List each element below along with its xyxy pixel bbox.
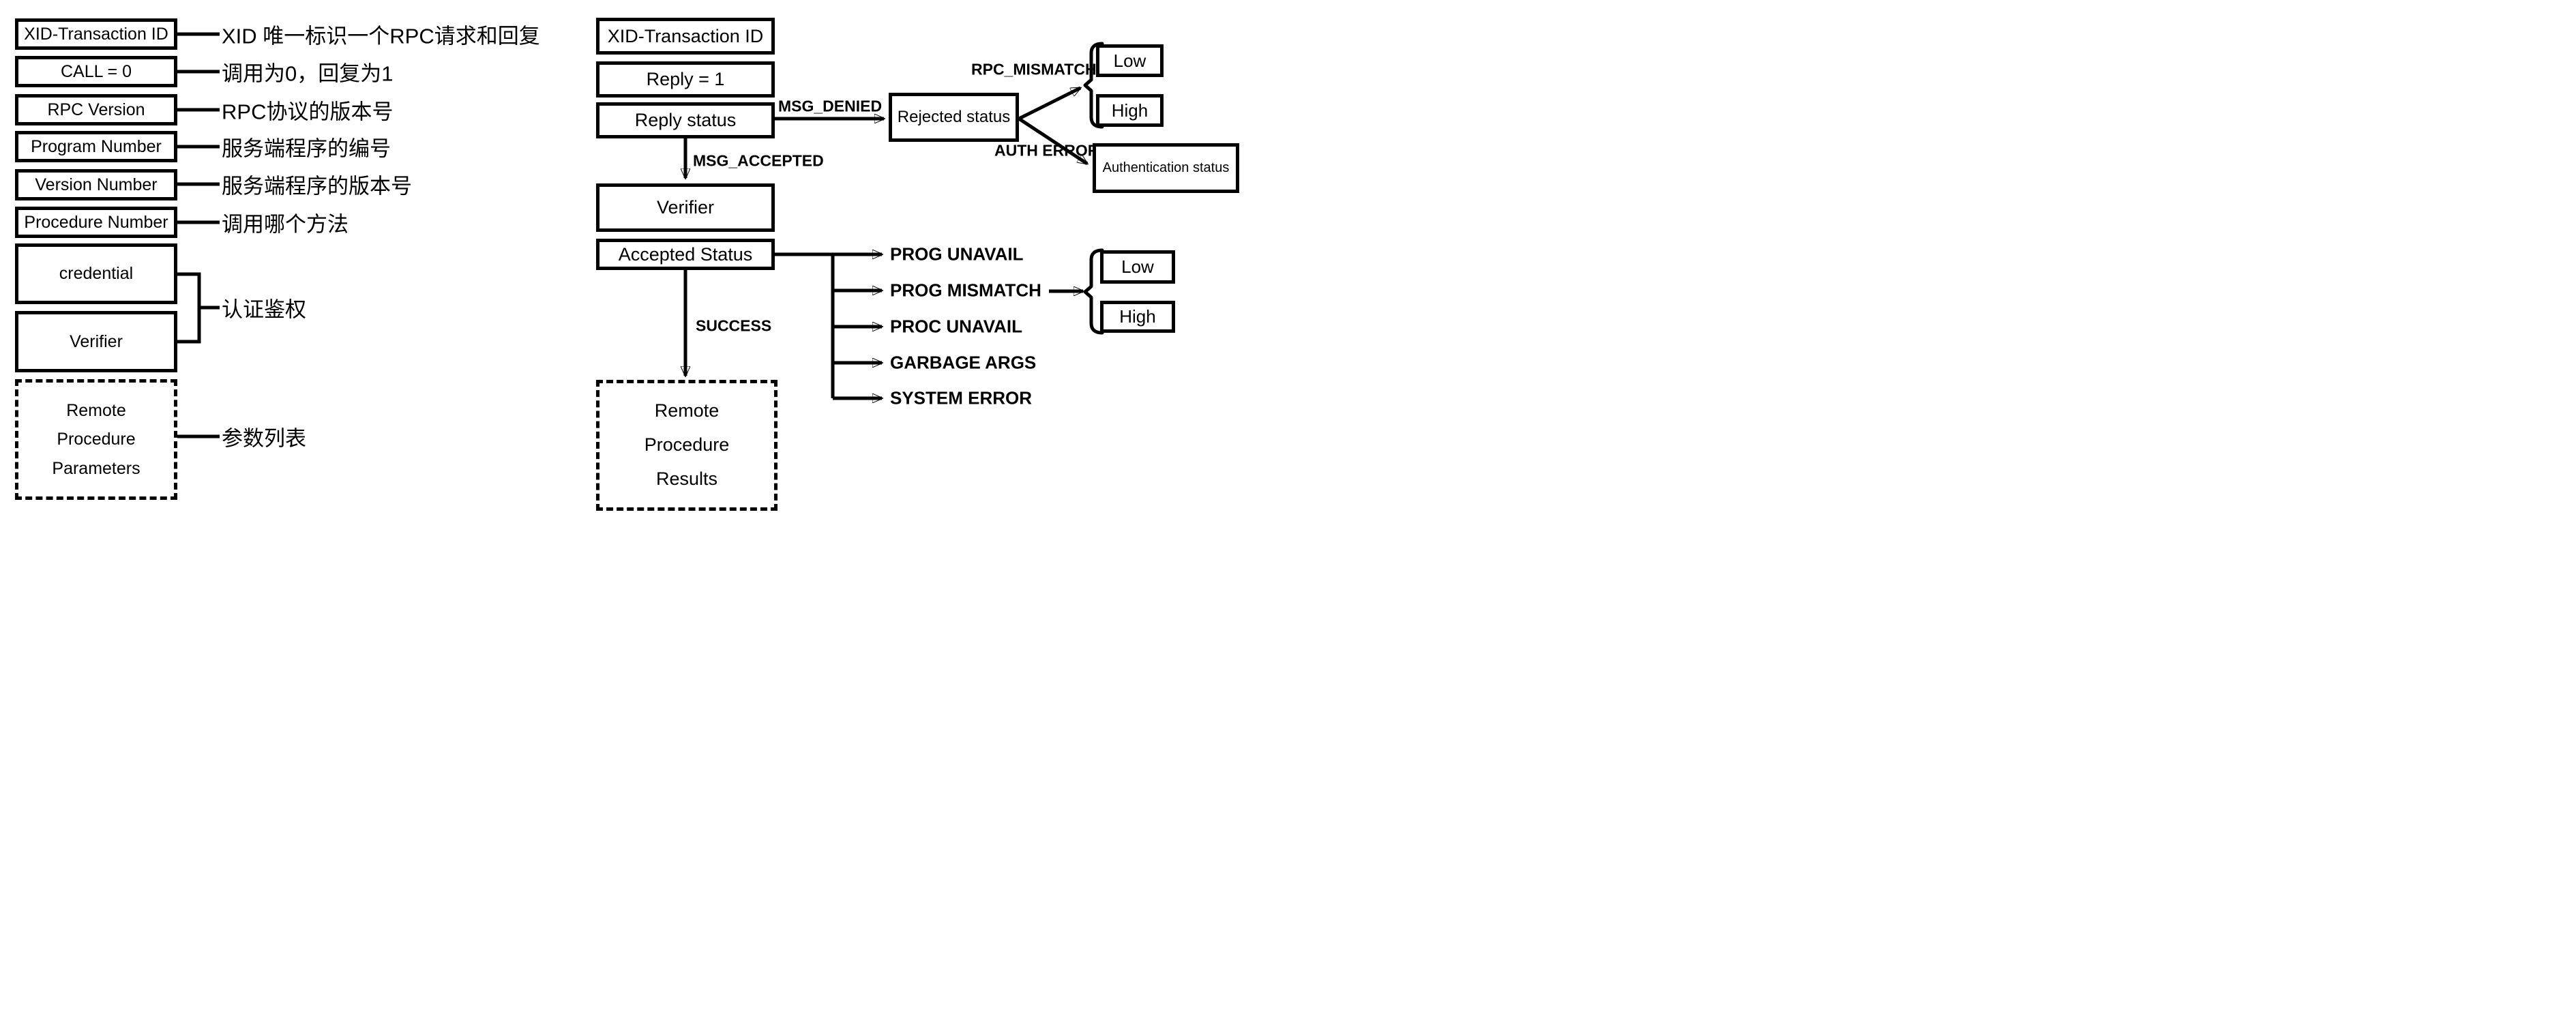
rpc-message-diagram: XID-Transaction ID CALL = 0 RPC Version … xyxy=(0,0,1288,514)
note-call: 调用为0，回复为1 xyxy=(222,61,394,86)
note-version-number: 服务端程序的版本号 xyxy=(222,174,412,198)
note-rpc-version: RPC协议的版本号 xyxy=(222,100,394,124)
reply-field-accepted-status: Accepted Status xyxy=(596,239,775,270)
edge-label-success: SUCCESS xyxy=(696,316,772,335)
reply-field-verifier: Verifier xyxy=(596,183,775,232)
call-field-parameters: Remote Procedure Parameters xyxy=(15,379,177,500)
range-low-upper-box: Low xyxy=(1096,44,1164,77)
authentication-status-box: Authentication status xyxy=(1093,143,1239,193)
call-field-program-number: Program Number xyxy=(15,131,177,162)
reply-field-results: Remote Procedure Results xyxy=(596,380,778,511)
range-low-lower-box: Low xyxy=(1100,250,1175,284)
note-program-number: 服务端程序的编号 xyxy=(222,136,391,161)
value-prog-unavail: PROG UNAVAIL xyxy=(890,243,1024,265)
note-procedure-number: 调用哪个方法 xyxy=(222,212,349,237)
call-field-xid: XID-Transaction ID xyxy=(15,18,177,50)
edge-label-msg-accepted: MSG_ACCEPTED xyxy=(693,151,824,170)
accepted-branch-trunk xyxy=(775,252,835,398)
range-high-upper-box: High xyxy=(1096,94,1164,127)
value-garbage-args: GARBAGE ARGS xyxy=(890,352,1037,373)
reply-field-reply-status: Reply status xyxy=(596,102,775,138)
call-field-verifier: Verifier xyxy=(15,311,177,372)
range-high-lower-box: High xyxy=(1100,301,1175,333)
value-prog-mismatch: PROG MISMATCH xyxy=(890,280,1041,301)
edge-label-msg-denied: MSG_DENIED xyxy=(778,97,883,115)
value-proc-unavail: PROC UNAVAIL xyxy=(890,316,1023,337)
edge-label-rpc-mismatch: RPC_MISMATCH xyxy=(971,60,1097,78)
edge-label-auth-error: AUTH ERROR xyxy=(994,141,1099,160)
reply-field-reply: Reply = 1 xyxy=(596,61,775,98)
call-field-credential: credential xyxy=(15,243,177,304)
reply-field-xid: XID-Transaction ID xyxy=(596,18,775,55)
note-xid: XID 唯一标识一个RPC请求和回复 xyxy=(222,24,540,48)
note-auth-group: 认证鉴权 xyxy=(222,297,306,322)
rpc-mismatch-diagonal-arrow xyxy=(1018,86,1080,121)
call-field-call: CALL = 0 xyxy=(15,56,177,87)
call-field-version-number: Version Number xyxy=(15,169,177,200)
call-field-rpc-version: RPC Version xyxy=(15,94,177,125)
value-system-error: SYSTEM ERROR xyxy=(890,387,1033,408)
note-parameters: 参数列表 xyxy=(222,426,306,451)
auth-group-bracket xyxy=(177,272,201,344)
call-field-procedure-number: Procedure Number xyxy=(15,207,177,238)
rejected-status-box: Rejected status xyxy=(889,93,1019,142)
